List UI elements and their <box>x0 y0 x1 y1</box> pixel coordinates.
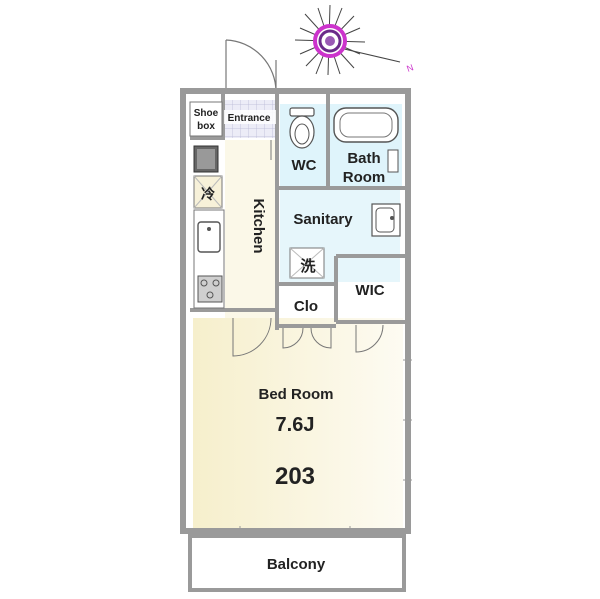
bath-room-label-2: Room <box>343 169 386 186</box>
shoe-box <box>189 101 223 137</box>
unit-number: 203 <box>275 463 315 490</box>
bed-room-label: Bed Room <box>259 386 334 403</box>
closet-label: Clo <box>294 298 318 315</box>
wic-label: WIC <box>355 282 384 299</box>
balcony-label: Balcony <box>267 556 326 573</box>
shoe-box-label-2: box <box>197 121 215 132</box>
bathtub <box>333 107 399 143</box>
sanitary-label: Sanitary <box>293 211 353 228</box>
bath-shower <box>387 149 399 173</box>
shoe-box-label-1: Shoe <box>194 108 219 119</box>
wc-label: WC <box>292 157 317 174</box>
compass: N <box>294 4 415 76</box>
balcony <box>188 534 406 592</box>
bath-room-label-1: Bath <box>347 150 380 167</box>
entrance-label: Entrance <box>228 113 271 124</box>
outer-walls <box>180 88 411 534</box>
kitchen-sink <box>197 221 221 253</box>
bedroom-window <box>239 359 412 535</box>
toilet <box>289 107 315 149</box>
washer-label: 洗 <box>300 257 315 275</box>
entrance-door <box>225 39 277 93</box>
compass-north-label: N <box>405 62 415 74</box>
refrigerator-label: 冷 <box>201 186 215 202</box>
kitchen-label: Kitchen <box>250 198 267 253</box>
bedroom-floor <box>193 318 403 528</box>
kitchen-floor <box>225 140 277 318</box>
bed-room-size: 7.6J <box>276 414 315 436</box>
interior-doors <box>232 140 384 357</box>
interior-walls <box>190 94 405 330</box>
